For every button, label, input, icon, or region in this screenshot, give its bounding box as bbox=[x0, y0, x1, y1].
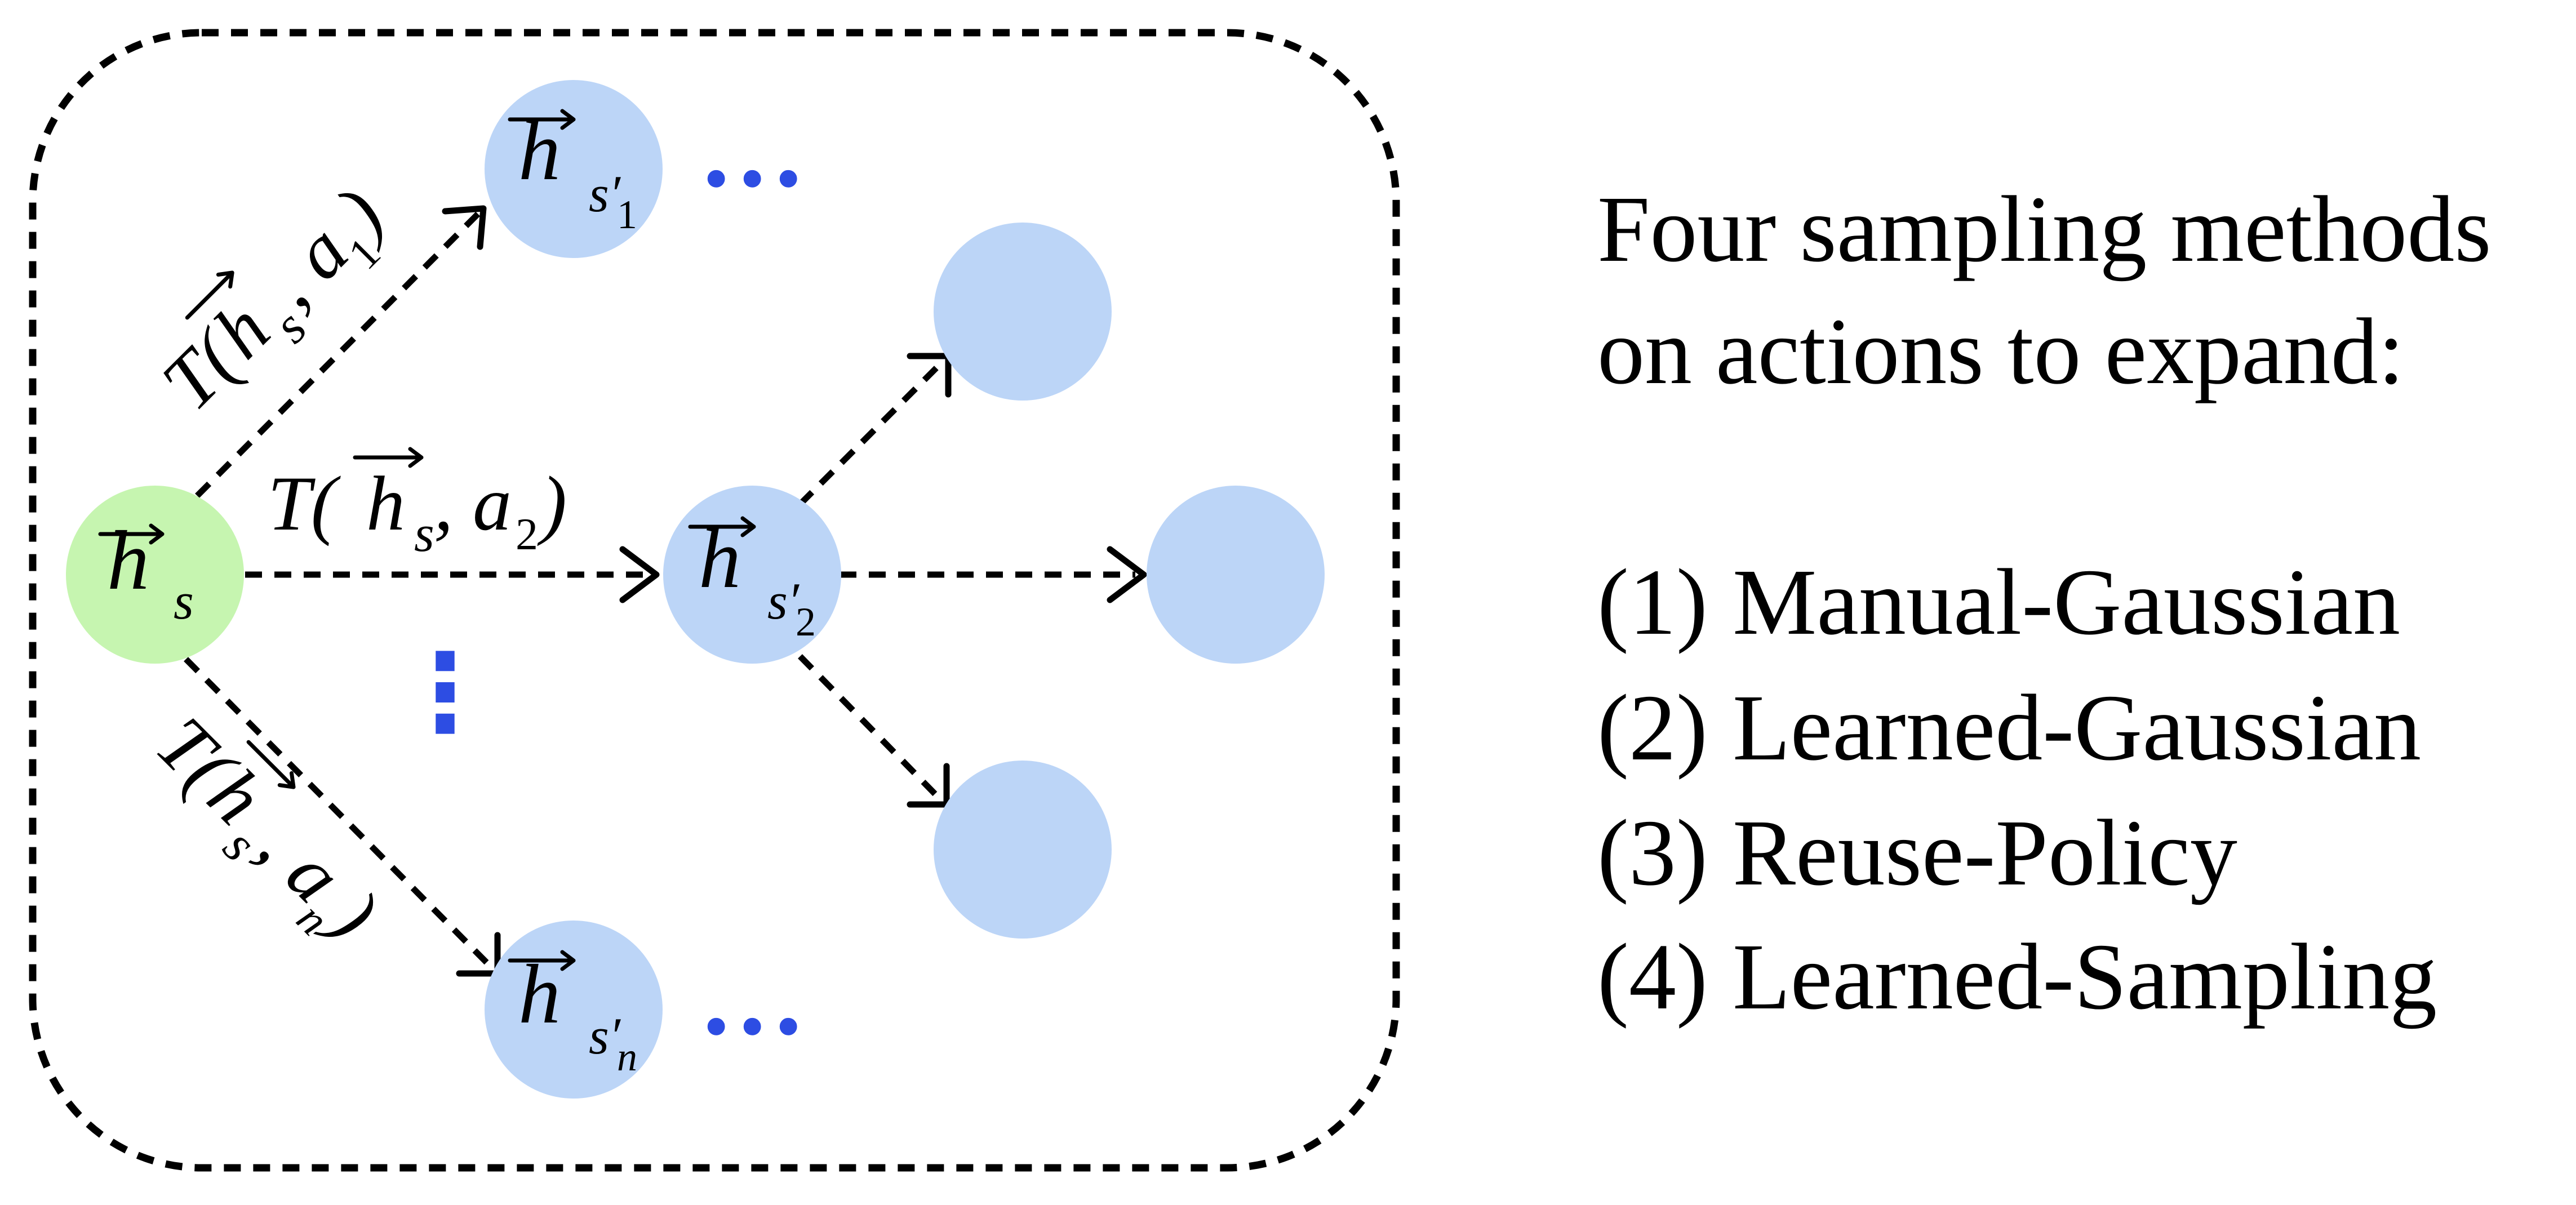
child2-sub: s′ bbox=[767, 572, 800, 630]
child2-label: h s′ 2 bbox=[699, 512, 816, 644]
ellipsis-child1: … bbox=[699, 91, 806, 210]
edge-a2-vec: h bbox=[366, 460, 405, 546]
method-2-number: (2) bbox=[1597, 675, 1708, 780]
child2-vec-h: h bbox=[699, 512, 741, 606]
child2-subsub: 2 bbox=[796, 599, 816, 644]
child-node-1 bbox=[485, 80, 663, 258]
ellipsis-vertical: ⋮ bbox=[392, 630, 499, 755]
description-line-2: on actions to expand: bbox=[1597, 299, 2404, 404]
child1-sub: s′ bbox=[589, 165, 621, 223]
root-node bbox=[66, 486, 244, 664]
root-vec-h: h bbox=[107, 514, 149, 607]
grandchild-node-top bbox=[934, 223, 1112, 401]
method-4-name: Learned-Sampling bbox=[1733, 924, 2437, 1029]
childn-label: h s′ n bbox=[518, 948, 637, 1079]
childn-sub: s′ bbox=[589, 1007, 621, 1065]
edge-child2-top bbox=[798, 358, 946, 506]
child1-vec-h: h bbox=[518, 104, 561, 198]
edge-a1-sep: , a bbox=[248, 207, 364, 323]
child-node-n bbox=[485, 921, 663, 1099]
edge-a2-sep: , a bbox=[434, 460, 512, 546]
description-line-1: Four sampling methods bbox=[1597, 177, 2491, 282]
vector-arrow-child2 bbox=[688, 516, 756, 537]
method-3-number: (3) bbox=[1597, 801, 1708, 905]
edge-a2-sub: s bbox=[414, 505, 434, 562]
edge-root-childn bbox=[184, 657, 495, 971]
edge-label-an: T( h s , a n ) bbox=[140, 700, 395, 955]
child1-subsub: 1 bbox=[617, 192, 637, 237]
arrowhead-mid bbox=[1107, 546, 1147, 603]
arrowhead-child1 bbox=[442, 205, 487, 250]
edge-a2-close: ) bbox=[537, 460, 567, 546]
edge-root-child1 bbox=[195, 211, 481, 498]
grandchild-node-bottom bbox=[934, 761, 1112, 939]
expansion-border bbox=[29, 29, 1400, 1172]
ellipsis-glyphs: … … ⋮ bbox=[392, 91, 806, 1057]
edge-a2-index: 2 bbox=[516, 510, 538, 559]
ellipsis-childn: … bbox=[699, 939, 806, 1057]
child1-label: h s′ 1 bbox=[518, 104, 637, 237]
vector-arrow-edge-a2 bbox=[353, 447, 424, 468]
root-sub: s bbox=[174, 572, 194, 630]
edge-child2-bottom bbox=[798, 654, 943, 802]
vector-arrow-childn bbox=[508, 950, 576, 971]
vector-arrow-edge-an bbox=[246, 740, 296, 789]
vector-arrow-child1 bbox=[508, 109, 576, 130]
edge-label-a1: T( h s , a 1 ) bbox=[145, 171, 400, 426]
root-node-label: h s bbox=[107, 514, 194, 630]
grandchild-node-mid bbox=[1147, 486, 1325, 664]
arrowhead-child2 bbox=[619, 546, 660, 603]
method-1-name: Manual-Gaussian bbox=[1733, 550, 2400, 655]
vector-arrow-edge-a1 bbox=[185, 270, 234, 320]
edge-a2-func: T( bbox=[268, 460, 341, 546]
edge-an-sep: , a bbox=[243, 803, 359, 919]
method-2-name: Learned-Gaussian bbox=[1733, 675, 2421, 780]
description-panel: Four sampling methods on actions to expa… bbox=[1597, 177, 2491, 1029]
childn-vec-h: h bbox=[518, 948, 561, 1041]
method-3-name: Reuse-Policy bbox=[1733, 801, 2237, 905]
child-node-2 bbox=[663, 486, 841, 664]
method-4-number: (4) bbox=[1597, 924, 1708, 1029]
method-1-number: (1) bbox=[1597, 550, 1708, 655]
childn-subsub: n bbox=[617, 1034, 637, 1079]
vector-arrow-root bbox=[98, 523, 165, 545]
edge-label-a2: T( h s , a 2 ) bbox=[268, 460, 567, 562]
